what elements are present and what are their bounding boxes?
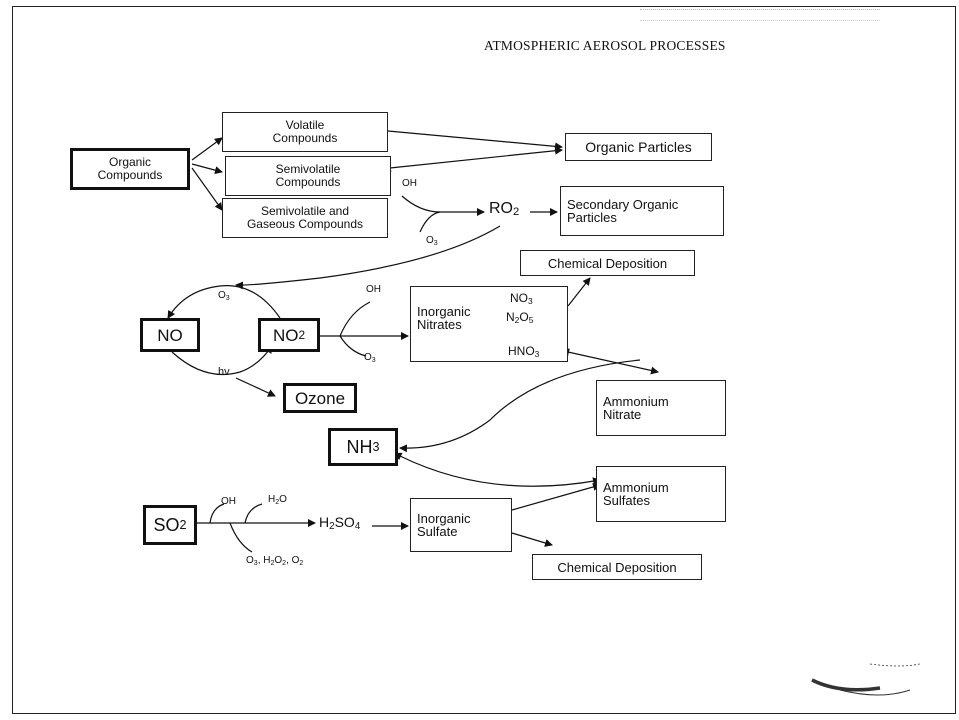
node-label: Semivolatile Compounds [275,162,341,189]
diagram-title: ATMOSPHERIC AEROSOL PROCESSES [484,38,726,53]
edge-label-o3-no: O3 [218,290,230,302]
arrow-volatile-to-particles [387,130,563,151]
node-label: Organic Compounds [97,155,163,182]
node-chem-dep-bottom: Chemical Deposition [532,554,702,580]
node-organic-compounds: Organic Compounds [70,148,190,190]
node-ro2: RO2 [489,200,520,218]
node-label: Ammonium Sulfates [603,480,669,508]
arrow-oh-so2 [209,503,225,524]
arrow-to-ozone [235,377,276,397]
arrow-sulfate-to-dep [511,532,553,547]
slide-frame [12,6,956,714]
node-label: Inorganic Sulfate [417,511,471,539]
species-n2o5: N2O5 [506,310,534,325]
node-label: Inorganic Nitrates [417,304,471,332]
node-semivol-gaseous: Semivolatile and Gaseous Compounds [222,198,388,238]
faint-header-line [640,9,880,21]
node-ammonium-nitrate: Ammonium Nitrate [596,380,726,436]
node-no: NO [140,318,200,352]
node-secondary-organic: Secondary Organic Particles [560,186,724,236]
node-label: Semivolatile and Gaseous Compounds [246,204,364,231]
arrow-nh3-sulfates [393,452,601,487]
arrow-ox-so2 [229,522,253,553]
arrow-sulfate-to-ammsulf [511,483,601,511]
logo-mark [811,663,921,696]
edge-label-h2o: H2O [268,494,287,506]
edge-label-oh-so2: OH [221,496,236,507]
node-label: NO [157,325,183,345]
edge-label-oh-no2: OH [366,284,381,295]
node-inorganic-nitrates: Inorganic Nitrates [410,286,568,362]
node-label: Chemical Deposition [547,255,668,271]
node-volatile: Volatile Compounds [222,112,388,152]
node-inorganic-sulfate: Inorganic Sulfate [410,498,512,552]
edge-label-hv: hv [218,366,230,378]
node-label: Secondary Organic Particles [567,197,679,225]
arrow-nitrates-to-dep [567,277,591,307]
node-ozone: Ozone [283,383,357,413]
node-semivolatile: Semivolatile Compounds [225,156,391,196]
arrow-oh-no2 [339,301,371,337]
node-label: Volatile Compounds [272,118,338,145]
edge-label-oh-ro2: OH [402,178,417,189]
species-hno3: HNO3 [508,344,540,359]
arrow-organic-to-semivol-gaseous [191,167,223,211]
arrow-o3-curve [419,211,441,233]
arrow-no-to-no2 [171,345,273,376]
arrow-organic-to-volatile [191,137,223,161]
arrow-to-nh3 [399,359,641,453]
node-label: Organic Particles [585,138,692,155]
edge-label-o3-ro2: O3 [426,235,438,247]
node-chem-dep-top: Chemical Deposition [520,250,695,276]
arrow-to-ro2 [401,195,485,216]
node-label: Ozone [294,388,346,408]
node-h2so4: H2SO4 [319,514,361,532]
node-label: Ammonium Nitrate [603,394,669,422]
arrow-ro2-to-no [235,225,501,290]
arrow-organic-to-semivolatile [191,163,223,175]
node-ammonium-sulfates: Ammonium Sulfates [596,466,726,522]
edge-label-o3-no2: O3 [364,352,376,364]
arrow-o3-no2 [339,335,367,357]
arrow-hno3-ammonium-nitrate [561,348,659,375]
arrow-semivolatile-particles [383,146,563,172]
node-label: Chemical Deposition [557,559,677,575]
node-organic-particles: Organic Particles [565,133,712,161]
arrow-h2o-so2 [244,503,263,524]
arrow-no2-to-no [167,285,281,319]
edge-label-oxidants: O3, H2O2, O2 [246,555,304,567]
species-no3: NO3 [510,291,533,306]
